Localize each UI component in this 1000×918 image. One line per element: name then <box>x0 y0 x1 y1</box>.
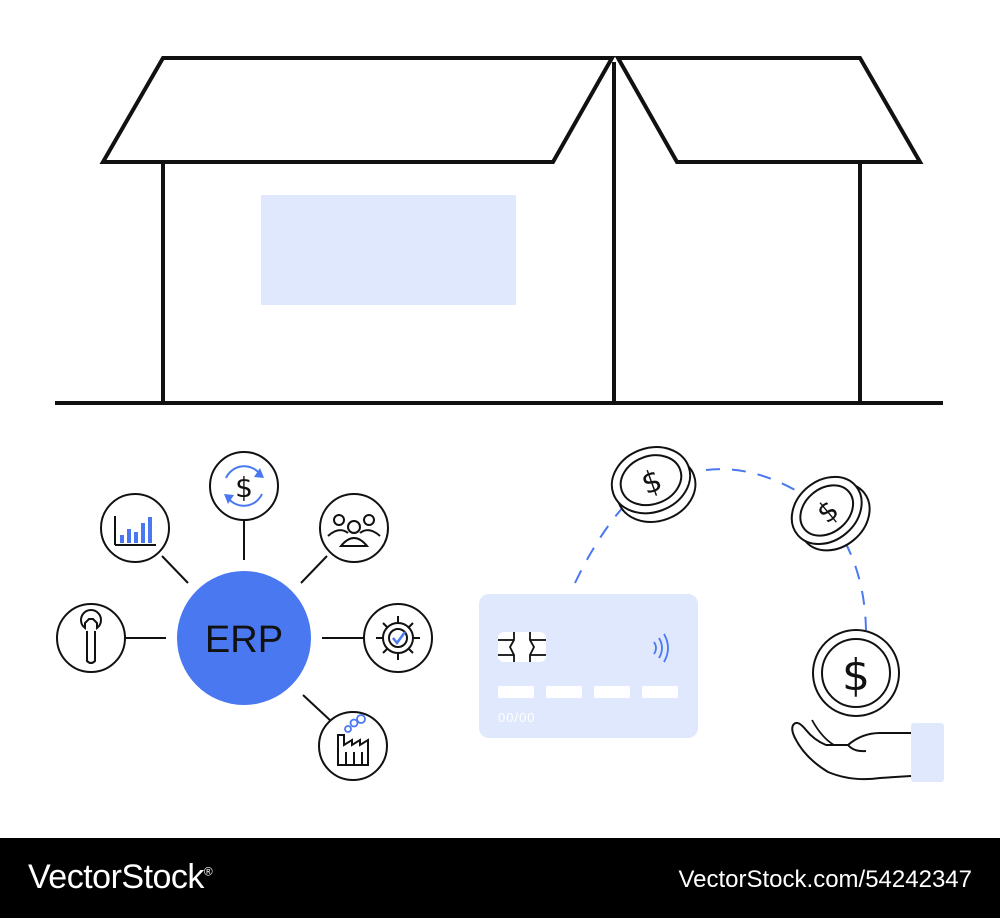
box-icon <box>55 56 943 405</box>
wrench-icon <box>56 603 126 673</box>
box-label <box>261 195 516 305</box>
bar-chart-icon <box>100 493 170 563</box>
dollar-refresh-icon: $ <box>209 451 279 521</box>
image-id: VectorStock.com/54242347 <box>678 866 972 893</box>
coin-icon: $ <box>812 629 900 717</box>
hand-icon <box>791 719 944 782</box>
coin-3-dollar: $ <box>842 650 870 701</box>
coin-icon: $ <box>610 446 697 523</box>
erp-connectors <box>126 512 364 723</box>
factory-icon <box>318 711 388 781</box>
payment-path <box>574 468 867 631</box>
brand-logo: VectorStock® <box>28 858 213 897</box>
coin-icon: $ <box>790 475 871 552</box>
illustration: ERP $ <box>55 56 944 782</box>
refresh-dollar-sign: $ <box>235 471 253 504</box>
erp-label: ERP <box>205 619 283 661</box>
contactless-icon <box>653 633 669 663</box>
erp-hub <box>177 571 311 705</box>
gear-check-icon <box>363 603 433 673</box>
brand-registered-mark: ® <box>203 864 213 879</box>
card-expiry: 00/00 <box>498 710 536 725</box>
footer-bar: VectorStock® VectorStock.com/54242347 <box>0 838 1000 918</box>
team-icon <box>319 493 389 563</box>
brand-name: VectorStock <box>28 858 204 896</box>
credit-card-icon: 00/00 <box>479 594 698 738</box>
